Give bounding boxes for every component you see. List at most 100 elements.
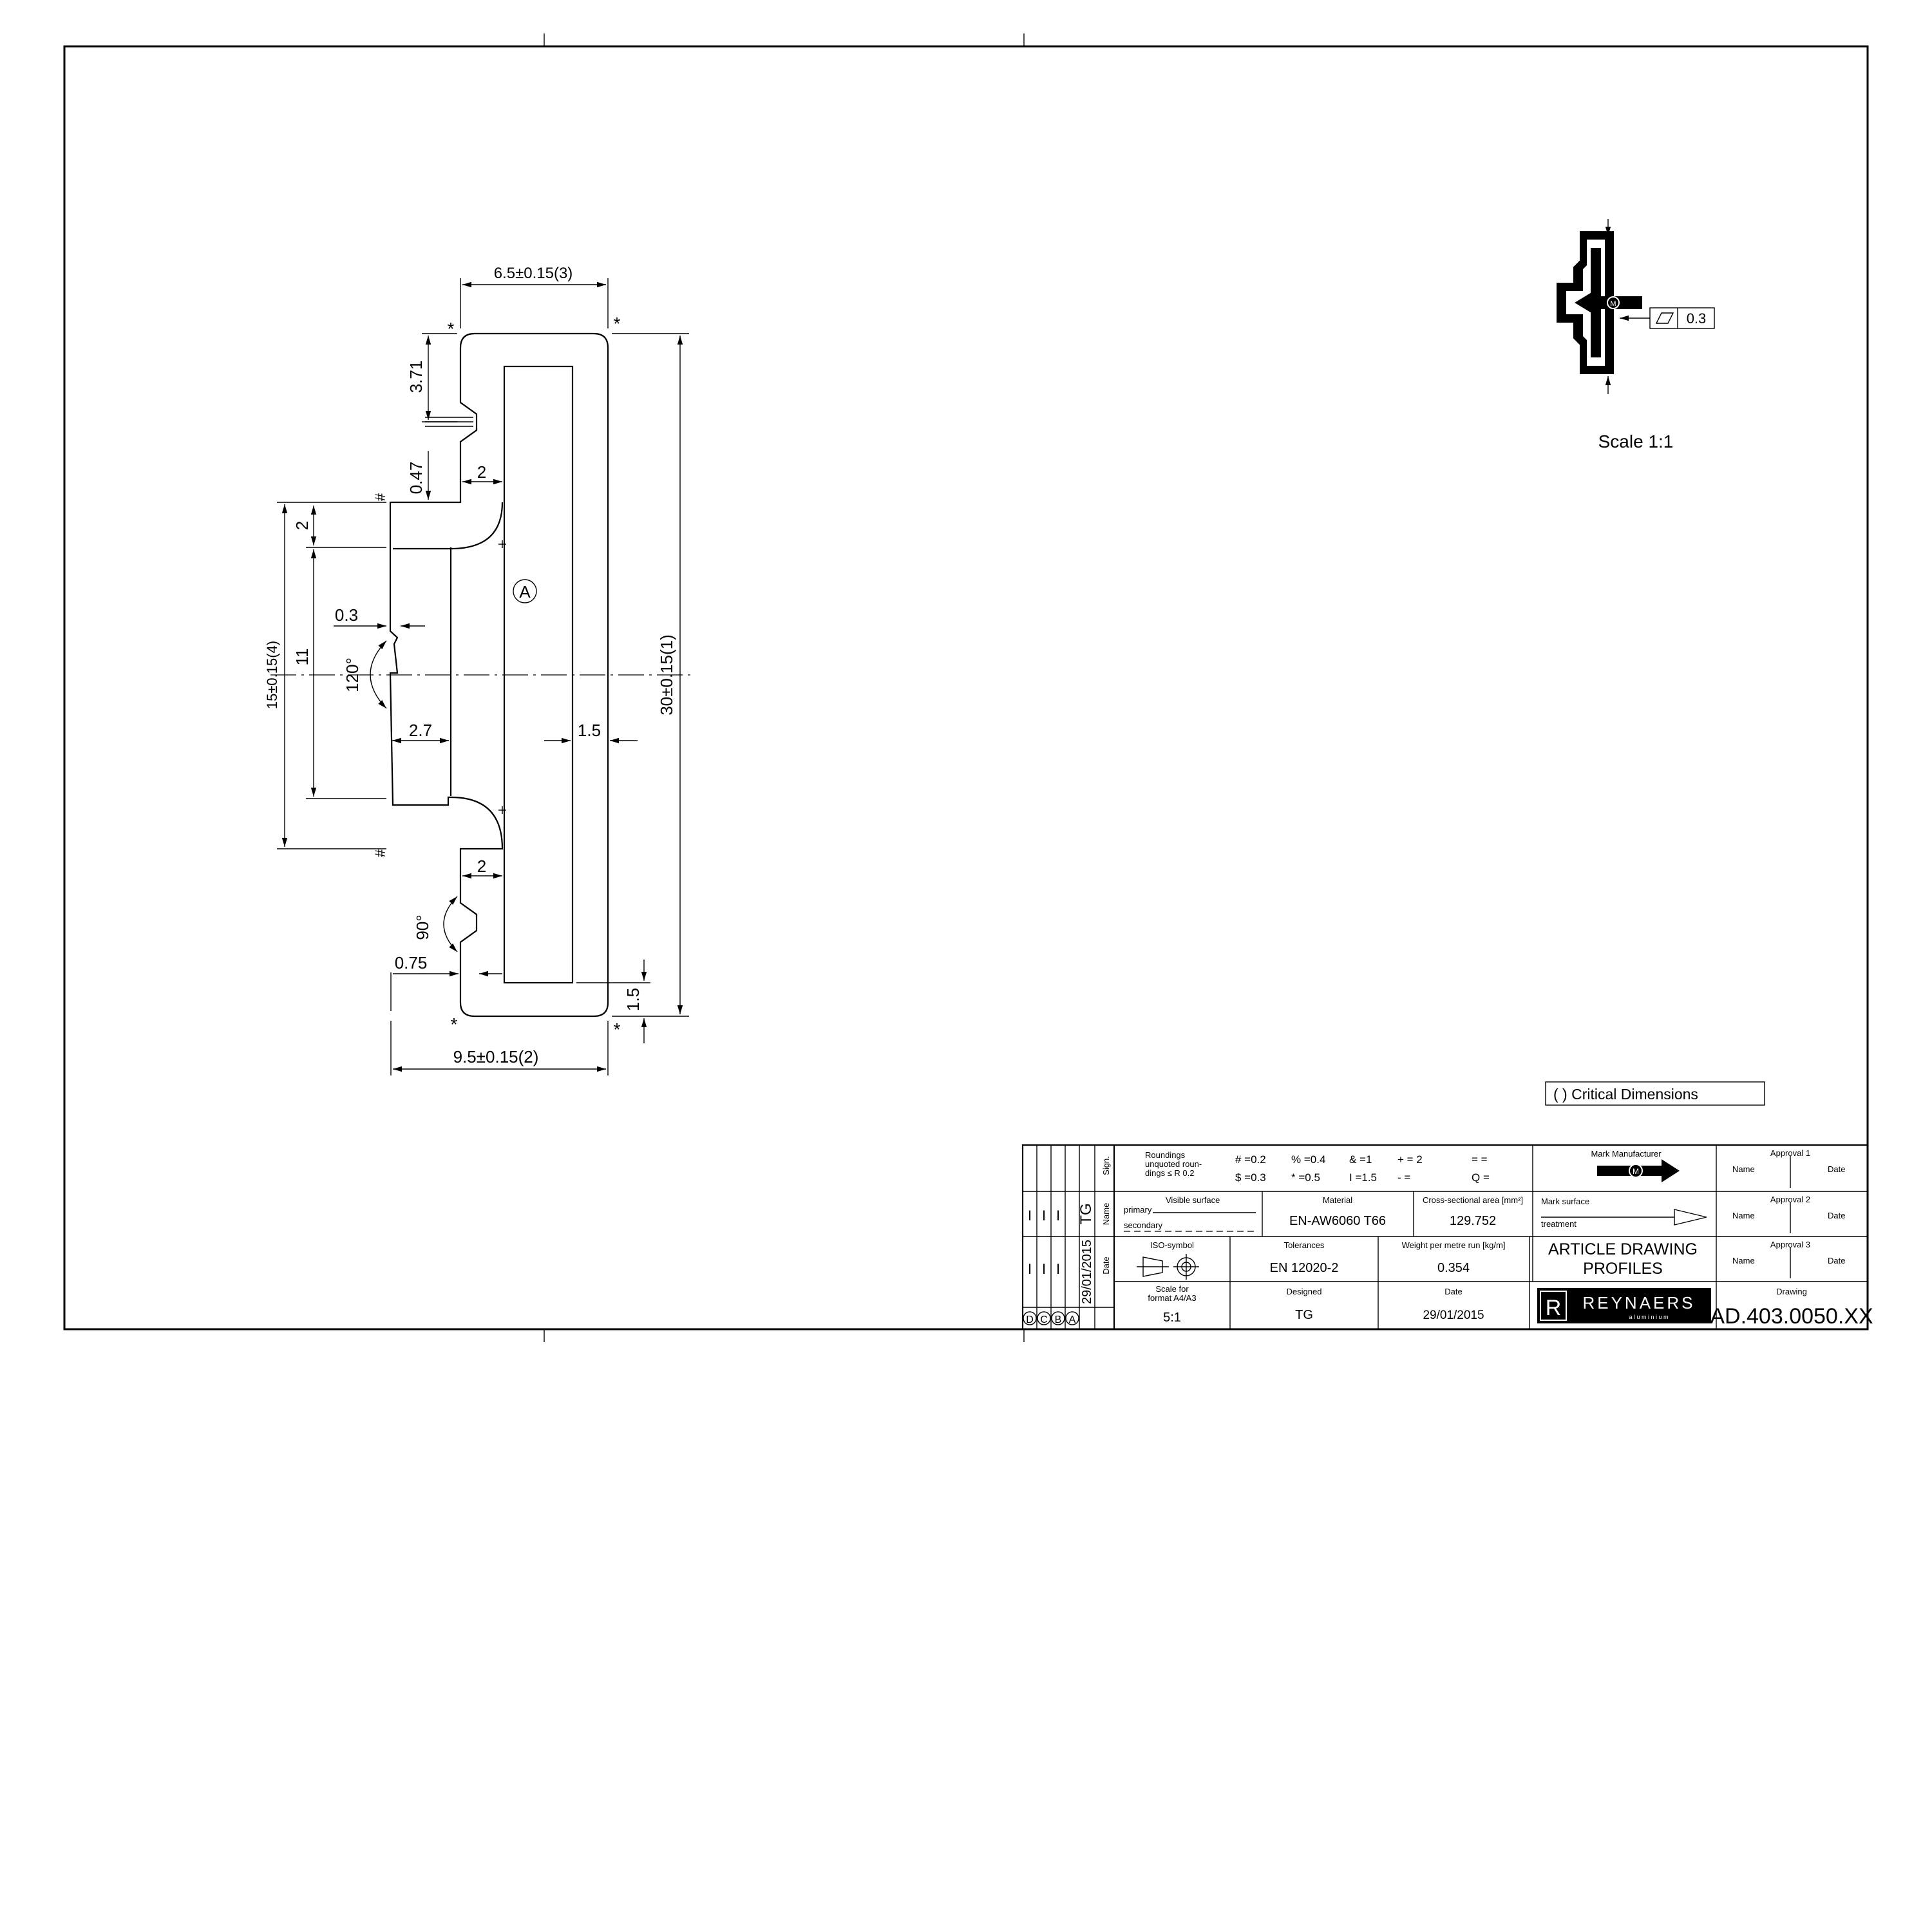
- rev-letters: D C B A: [1023, 1311, 1079, 1325]
- iso-projection-icon: [1137, 1254, 1199, 1280]
- scale-mark-symbol: M: [1610, 300, 1616, 308]
- rev-letter-c: C: [1040, 1314, 1048, 1325]
- datum-circle: [513, 579, 537, 603]
- approval-1-date: Date: [1828, 1164, 1845, 1174]
- visible-surface-secondary: secondary: [1124, 1220, 1162, 1230]
- reynaers-logo: R REYNAERS a l u m i n i u m: [1537, 1288, 1711, 1323]
- dim-label-left-height: 15±0.15(4): [264, 641, 280, 709]
- dim-web-27: 2.7: [392, 721, 449, 744]
- rev-name-tg: TG: [1077, 1203, 1095, 1224]
- mark-manufacturer-symbol: M: [1633, 1167, 1639, 1176]
- rev-header-sign: Sign.: [1101, 1156, 1111, 1175]
- rev-date: 29/01/2015: [1080, 1240, 1094, 1304]
- rounding-mark-star-tr: *: [614, 314, 621, 334]
- mark-surface-arrow: [1674, 1209, 1707, 1226]
- rev-header-name: Name: [1101, 1203, 1111, 1226]
- rev-mark-2: I: [1042, 1208, 1046, 1224]
- dim-groove-depth: 3.71: [406, 333, 457, 422]
- dim-bottom-15: 1.5: [576, 960, 650, 1043]
- dim-step-2: 2: [292, 506, 317, 545]
- rounding-minus: - =: [1397, 1171, 1410, 1184]
- dim-height: 30±0.15(1): [612, 333, 689, 1017]
- dim-top-wall: 2: [462, 462, 502, 485]
- weight-label: Weight per metre run [kg/m]: [1402, 1240, 1506, 1250]
- approval-3-name: Name: [1732, 1256, 1755, 1265]
- approval-2: Approval 2 Name Date: [1732, 1195, 1845, 1233]
- profile-outline: [389, 332, 609, 1018]
- rounding-q: Q =: [1472, 1171, 1490, 1184]
- datum-label: A: [519, 582, 531, 601]
- mark-surface-label-2: treatment: [1541, 1219, 1577, 1229]
- dim-label-web-27: 2.7: [409, 721, 432, 740]
- designed-label: Designed: [1287, 1287, 1322, 1296]
- dim-top-width: 6.5±0.15(3): [460, 265, 609, 328]
- rounding-dollar: $ =0.3: [1235, 1171, 1266, 1184]
- drawing-no-label: Drawing: [1776, 1287, 1807, 1296]
- drawing-title-2: PROFILES: [1583, 1260, 1663, 1278]
- mark-manufacturer-circle: [1629, 1164, 1643, 1178]
- dim-label-offset-075: 0.75: [395, 953, 428, 972]
- approval-2-date: Date: [1828, 1211, 1845, 1220]
- tolerance-frame: [1649, 307, 1715, 329]
- dim-label-bottom-15: 1.5: [623, 988, 643, 1011]
- approval-3-title: Approval 3: [1770, 1240, 1810, 1249]
- rounding-mark-hash-bottom: #: [372, 849, 388, 857]
- tolerance-value: 0.3: [1687, 310, 1707, 327]
- dim-inner-11: 11: [292, 547, 386, 799]
- roundings-label-2: unquoted roun-: [1145, 1159, 1202, 1169]
- rounding-eq: = =: [1472, 1153, 1488, 1166]
- roundings-label: Roundings: [1145, 1150, 1186, 1160]
- rev-mark-3: I: [1056, 1208, 1060, 1224]
- dim-label-web-15: 1.5: [578, 721, 601, 740]
- flatness-icon: [1655, 312, 1674, 324]
- scale-format-label: Scale for: [1155, 1284, 1189, 1294]
- dim-label-angle-90: 90°: [413, 914, 432, 940]
- rev-letter-d: D: [1026, 1314, 1034, 1325]
- rev-mark-6: I: [1056, 1261, 1060, 1277]
- critical-note: ( ) Critical Dimensions: [1553, 1086, 1698, 1103]
- rounding-mark-star-tl: *: [448, 319, 455, 339]
- scale-label: Scale 1:1: [1598, 431, 1674, 451]
- cross-section-label: Cross-sectional area [mm²]: [1423, 1195, 1523, 1205]
- rounding-bar: I =1.5: [1349, 1171, 1377, 1184]
- logo-tagline: a l u m i n i u m: [1629, 1314, 1668, 1320]
- approval-2-title: Approval 2: [1770, 1195, 1810, 1204]
- rounding-mark-star-br: *: [614, 1019, 621, 1039]
- rounding-amp: & =1: [1349, 1153, 1372, 1166]
- dim-label-groove-depth: 3.71: [406, 361, 426, 393]
- visible-surface-primary: primary: [1124, 1205, 1152, 1215]
- upper-web-fillet: [393, 502, 504, 550]
- dim-bottom-width: 9.5±0.15(2): [390, 1021, 609, 1075]
- dim-angle-120: 120°: [343, 640, 387, 709]
- designed-value: TG: [1295, 1308, 1313, 1322]
- rounding-plus: + = 2: [1397, 1153, 1423, 1166]
- rev-mark-5: I: [1042, 1261, 1046, 1277]
- dim-label-top-wall: 2: [477, 462, 486, 482]
- dim-label-height: 30±0.15(1): [657, 634, 676, 715]
- title-block: Sign. Name Date TG 29/01/2015 I I I I I …: [1021, 1144, 1873, 1331]
- iso-symbol-label: ISO-symbol: [1150, 1240, 1194, 1250]
- profile-section: 6.5±0.15(3) 30±0.15(1) 15±0.15(4) 11 2: [264, 265, 692, 1075]
- tolerances-value: EN 12020-2: [1270, 1261, 1339, 1275]
- approval-1: Approval 1 Name Date: [1732, 1148, 1845, 1188]
- tolerances-label: Tolerances: [1284, 1240, 1325, 1250]
- rounding-star: * =0.5: [1291, 1171, 1320, 1184]
- logo-brand: REYNAERS: [1582, 1293, 1695, 1312]
- dim-bottom-wall: 2: [462, 857, 502, 879]
- dim-label-offset-047: 0.47: [406, 462, 426, 495]
- logo-letter: R: [1546, 1296, 1562, 1320]
- scale-view: M 0.3 Scale 1:1: [1557, 219, 1715, 451]
- visible-surface-title: Visible surface: [1166, 1195, 1220, 1205]
- dim-label-inner-11: 11: [292, 649, 312, 666]
- rev-letter-b: B: [1055, 1314, 1062, 1325]
- approval-3-date: Date: [1828, 1256, 1845, 1265]
- sheet-border: [63, 45, 1869, 1331]
- approval-1-name: Name: [1732, 1164, 1755, 1174]
- date-value: 29/01/2015: [1423, 1309, 1484, 1322]
- scale-format-label-2: format A4/A3: [1148, 1293, 1196, 1303]
- scale-format-value: 5:1: [1163, 1311, 1181, 1325]
- cross-section-value: 129.752: [1450, 1214, 1496, 1228]
- weight-value: 0.354: [1437, 1261, 1470, 1275]
- approval-3: Approval 3 Name Date: [1732, 1240, 1845, 1278]
- dim-offset-047: 0.47: [406, 451, 431, 500]
